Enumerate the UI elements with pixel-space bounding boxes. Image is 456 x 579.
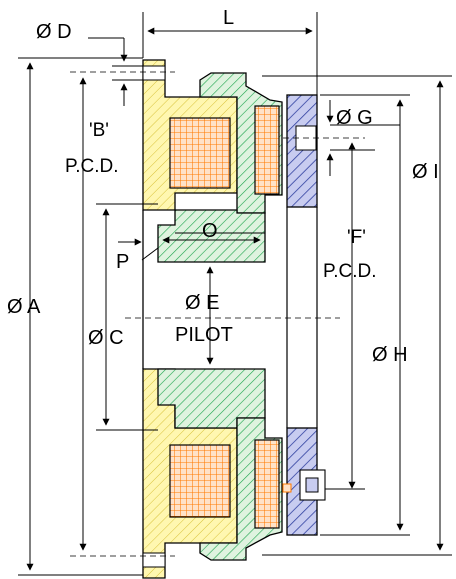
label-phi-i: Ø I xyxy=(412,161,439,183)
label-phi-d: Ø D xyxy=(36,21,72,43)
coil-winding xyxy=(169,117,231,518)
label-o: O xyxy=(202,220,218,242)
label-l: L xyxy=(223,7,234,29)
label-f-marker: 'F' xyxy=(347,227,366,248)
label-b-marker: 'B' xyxy=(89,120,109,141)
centre-lines xyxy=(70,71,365,557)
dimension-lines xyxy=(18,12,452,576)
label-p: P xyxy=(116,251,129,273)
flange-bolt-holes xyxy=(142,65,166,568)
friction-lining xyxy=(254,105,280,529)
armature-plate xyxy=(282,94,326,536)
label-phi-a: Ø A xyxy=(7,296,41,318)
label-phi-c: Ø C xyxy=(88,327,124,349)
label-phi-h: Ø H xyxy=(372,344,408,366)
label-phi-g: Ø G xyxy=(336,107,373,129)
label-pilot: PILOT xyxy=(175,324,233,346)
label-phi-e: Ø E xyxy=(185,292,219,314)
label-f-pcd: P.C.D. xyxy=(323,261,377,282)
label-b-pcd: P.C.D. xyxy=(65,156,119,177)
